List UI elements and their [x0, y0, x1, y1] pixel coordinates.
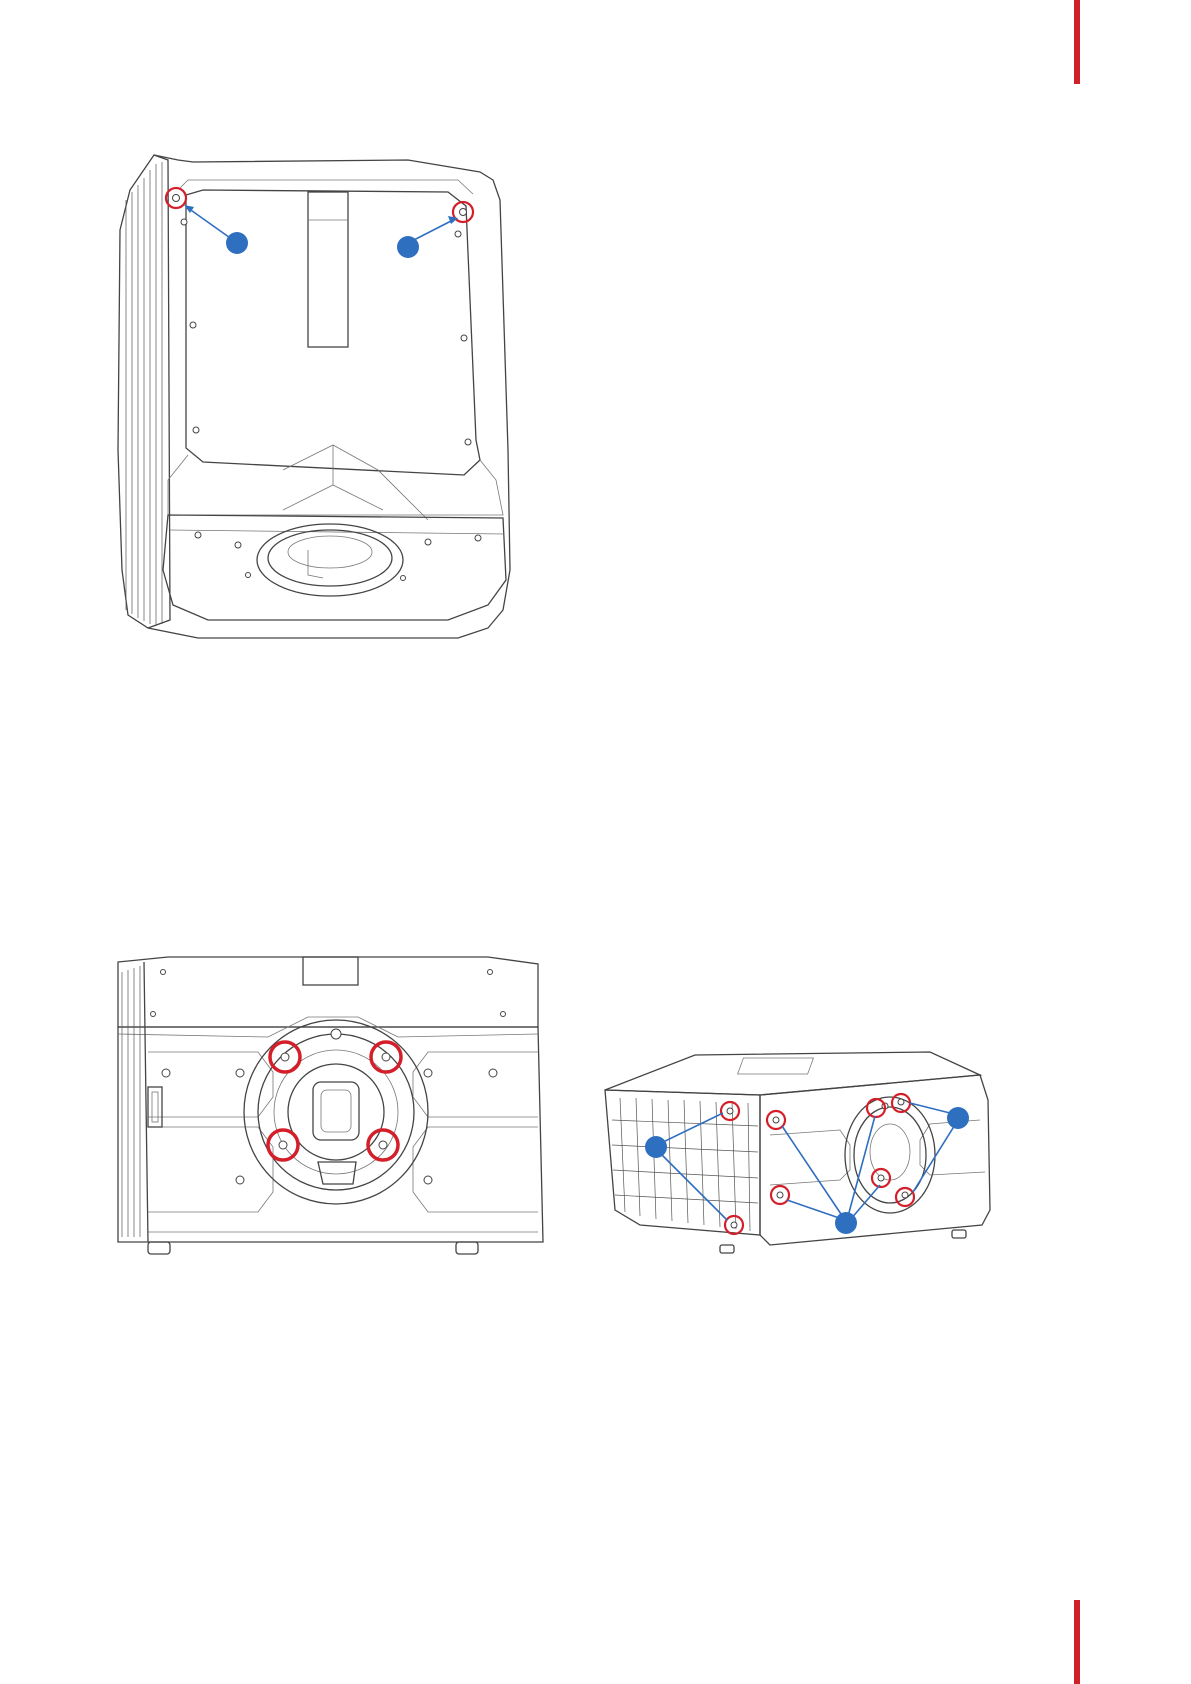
arrow-2: [410, 220, 453, 242]
projector-bottom-view: [108, 150, 548, 640]
callout-bubble-bottom: [835, 1212, 857, 1234]
callout-bubble-2: [397, 236, 419, 258]
projector-front-view-lens-screws: [108, 952, 548, 1272]
plate-screws: [173, 195, 472, 446]
projector-perspective-front-screws: [600, 1040, 1060, 1270]
projector-bottom-view-drawing: [108, 150, 548, 640]
perspective-screws: [727, 1099, 908, 1228]
callout-bubble-left: [645, 1136, 667, 1158]
projector-front-view-drawing: [108, 952, 548, 1272]
page-accent-bar-bottom: [1074, 1600, 1080, 1684]
left-grille: [122, 966, 140, 1237]
callout-bubble-right: [947, 1107, 969, 1129]
side-grille: [126, 162, 162, 626]
page-accent-bar-top: [1074, 0, 1080, 84]
arrow-1: [188, 208, 233, 240]
projector-perspective-drawing: [600, 1040, 1060, 1270]
callout-bubble-1: [226, 232, 248, 254]
